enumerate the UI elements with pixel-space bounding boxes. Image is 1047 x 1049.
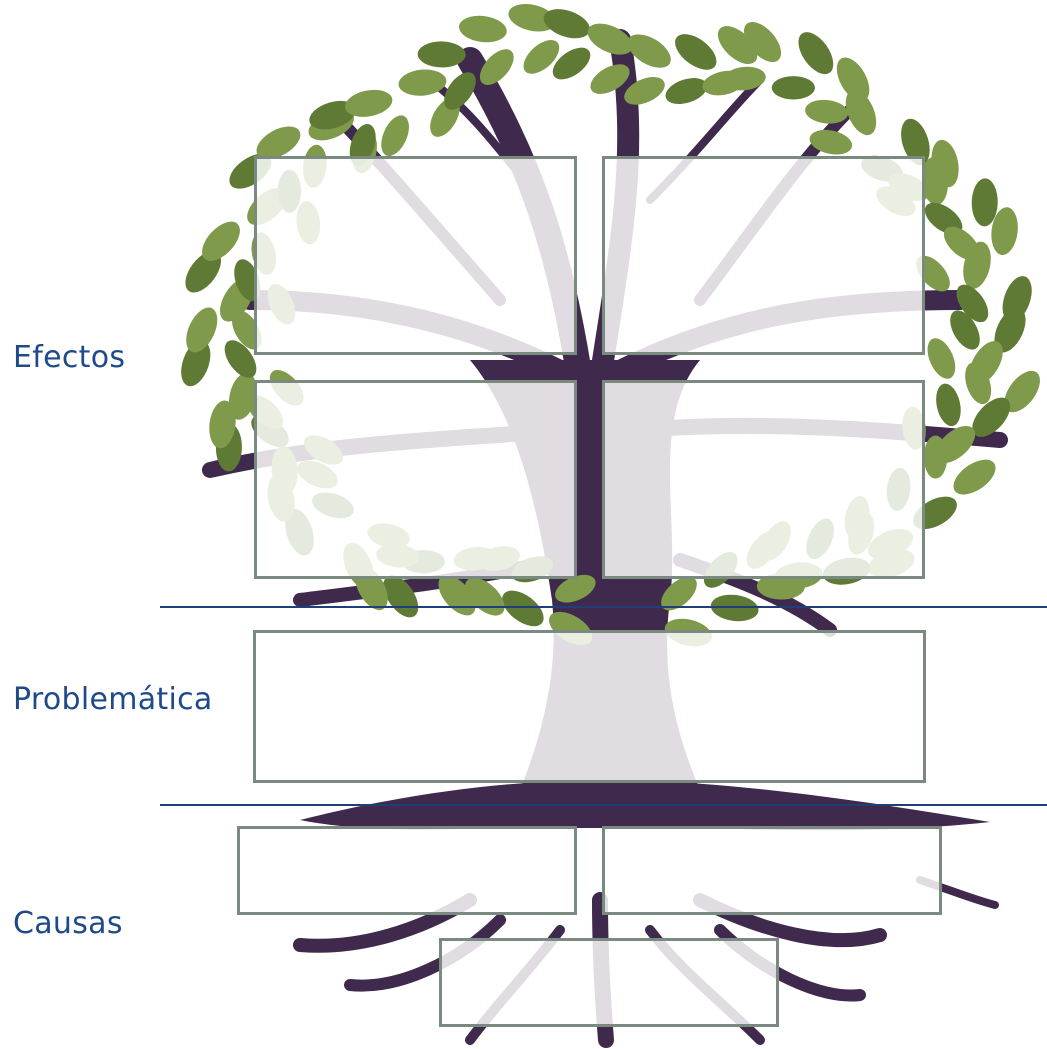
leaf-110 (924, 202, 963, 235)
effect-box-4[interactable] (602, 380, 925, 579)
leaf-79 (417, 41, 466, 68)
leaf-86 (552, 47, 591, 80)
leaf-96 (722, 66, 766, 91)
leaf-109 (971, 178, 998, 227)
leaf-62 (234, 259, 261, 301)
leaf-85 (543, 9, 590, 39)
effects-problem-divider (160, 606, 1047, 608)
root-2 (344, 914, 506, 992)
leaf-73 (309, 100, 356, 130)
leaf-30 (555, 574, 596, 603)
leaf-95 (743, 22, 782, 63)
leaf-82 (479, 49, 514, 85)
leaf-6 (965, 362, 992, 405)
leaf-103 (901, 118, 930, 166)
problem-box[interactable] (253, 630, 926, 783)
leaf-102 (809, 129, 853, 155)
leaf-81 (459, 15, 507, 43)
leaf-100 (805, 99, 849, 124)
leaf-75 (344, 89, 393, 117)
cause-box-3[interactable] (439, 938, 779, 1027)
leaf-83 (508, 3, 556, 32)
effects-label: Efectos (13, 340, 126, 375)
leaf-57 (186, 307, 218, 353)
effect-box-1[interactable] (254, 156, 577, 355)
leaf-8 (936, 383, 961, 427)
cause-box-2[interactable] (602, 826, 942, 915)
leaf-11 (953, 459, 996, 495)
leaf-116 (956, 284, 989, 323)
leaf-97 (798, 32, 834, 75)
leaf-23 (756, 573, 805, 600)
leaf-98 (771, 76, 815, 100)
leaf-107 (921, 157, 948, 206)
effect-box-2[interactable] (602, 156, 925, 355)
leaf-35 (438, 575, 476, 616)
leaf-55 (181, 340, 211, 387)
effect-box-3[interactable] (254, 380, 577, 579)
leaf-92 (665, 78, 708, 105)
leaf-12 (923, 435, 948, 479)
leaf-91 (675, 34, 717, 70)
leaf-61 (185, 251, 221, 293)
leaf-51 (209, 400, 236, 449)
leaf-93 (717, 26, 758, 64)
leaf-2 (950, 310, 980, 350)
leaf-115 (1002, 276, 1032, 323)
leaf-87 (587, 23, 633, 55)
leaf-5 (1004, 370, 1040, 413)
leaf-7 (972, 397, 1011, 437)
leaf-77 (398, 69, 447, 96)
leaf-63 (202, 221, 240, 261)
leaf-84 (523, 40, 560, 74)
leaf-69 (256, 126, 301, 160)
leaf-101 (845, 89, 877, 136)
leaf-76 (381, 115, 409, 157)
problem-label: Problemática (13, 682, 213, 717)
causes-label: Causas (13, 906, 123, 941)
leaf-28 (661, 576, 697, 611)
leaf-74 (349, 123, 376, 166)
cause-box-1[interactable] (237, 826, 577, 915)
leaf-89 (627, 34, 671, 68)
leaf-113 (963, 241, 991, 289)
leaf-99 (836, 57, 870, 102)
problem-causes-divider (160, 804, 1047, 806)
leaf-111 (991, 207, 1018, 256)
leaf-31 (502, 590, 544, 627)
leaf-80 (444, 72, 476, 110)
leaf-88 (590, 64, 630, 94)
leaf-53 (228, 372, 257, 420)
leaf-56 (224, 340, 257, 378)
leaf-90 (624, 77, 665, 105)
leaf-4 (927, 338, 956, 379)
